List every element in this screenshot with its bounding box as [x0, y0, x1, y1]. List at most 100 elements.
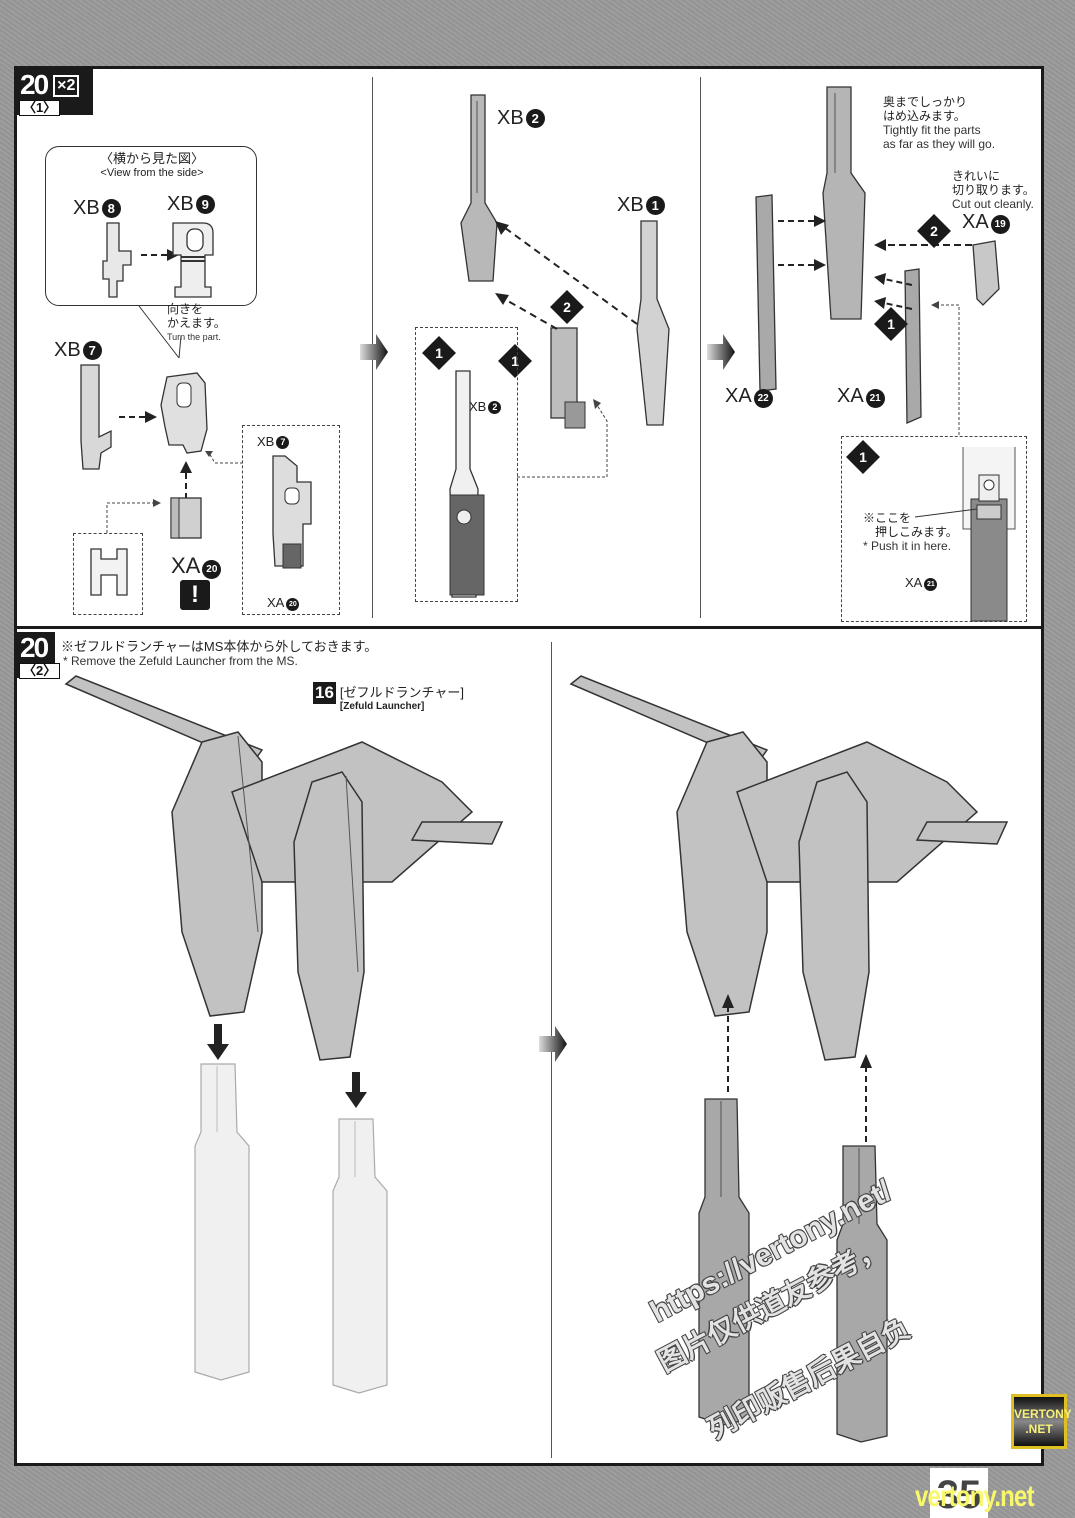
part-xb9-drawing — [172, 222, 214, 298]
detail-box-xb7-xa20 — [242, 425, 340, 615]
side-view-title: 〈横から見た図〉 <View from the side> — [87, 152, 217, 180]
dotted-connector — [106, 499, 161, 533]
part-code: XB — [497, 107, 524, 129]
turn-part-note: 向きを かえます。 Turn the part. — [167, 302, 226, 344]
part-number: 1 — [645, 196, 665, 215]
detail-box-gate — [73, 533, 143, 615]
step-substep: 〈2〉 — [19, 663, 61, 679]
cut-note-jp-1: きれいに — [952, 169, 1001, 183]
step-badge: 20 ×2 〈1〉 — [17, 69, 93, 116]
arrow-icon — [119, 411, 157, 423]
step-number: 20 — [20, 632, 49, 663]
dotted-connector — [205, 451, 243, 464]
remove-launcher-note: ※ゼフルドランチャーはMS本体から外しておきます。 * Remove the Z… — [61, 639, 378, 669]
remove-note-en: * Remove the Zefuld Launcher from the MS… — [63, 654, 298, 668]
reference-label-jp: [ゼフルドランチャー] — [339, 685, 465, 700]
dashed-arrows — [778, 215, 972, 310]
zefuld-launcher-reference: 16 [ゼフルドランチャー] [Zefuld Launcher] — [313, 682, 464, 712]
instruction-sheet: 20 ×2 〈1〉 〈横から見た図〉 <View from the side> … — [14, 66, 1044, 1466]
cut-note-jp-2: 切り取ります。 — [952, 183, 1035, 197]
side-view-title-en: <View from the side> — [100, 167, 204, 179]
part-code: XA — [837, 385, 864, 407]
part-number: 22 — [753, 389, 773, 408]
zefuld-launcher-drawing — [569, 675, 1009, 1061]
detail-marker-1: 1 — [846, 440, 880, 474]
up-dashed-arrow — [722, 994, 734, 1092]
push-note-en: * Push it in here. — [863, 539, 952, 553]
part-code: XA — [171, 553, 201, 578]
push-note-jp-1: ※ここを — [863, 511, 912, 525]
step-number: 20 — [20, 69, 49, 100]
part-xb7-drawing — [80, 364, 112, 470]
turn-note-jp-2: かえます。 — [167, 316, 226, 330]
push-detail-drawing — [962, 447, 1016, 622]
stand-drawing — [698, 1098, 750, 1426]
part-code: XB — [167, 193, 194, 215]
badge-line-2: .NET — [1025, 1422, 1053, 1436]
stand-drawing — [836, 1145, 888, 1443]
part-code: XA — [725, 385, 752, 407]
quantity-multiplier: ×2 — [53, 75, 80, 97]
part-number: 9 — [195, 195, 215, 214]
order-marker-2: 2 — [550, 290, 584, 324]
detail-marker-1: 1 — [422, 336, 456, 370]
detail-box-xb2 — [415, 327, 518, 602]
step-20-2-section: 20 〈2〉 ※ゼフルドランチャーはMS本体から外しておきます。 * Remov… — [17, 632, 1041, 1466]
fit-note-jp-1: 奥までしっかり — [883, 95, 968, 109]
panel-divider — [700, 77, 701, 618]
part-xb1-drawing — [636, 220, 670, 426]
fit-note-en-2: as far as they will go. — [883, 137, 996, 151]
part-code: XA — [962, 211, 989, 233]
part-xb8-drawing — [102, 222, 132, 298]
remove-note-jp: ※ゼフルドランチャーはMS本体から外しておきます。 — [61, 639, 378, 654]
part-code: XB — [617, 194, 644, 216]
fit-note-en-1: Tightly fit the parts — [883, 123, 981, 137]
dotted-connector — [517, 399, 608, 478]
step-substep: 〈1〉 — [19, 100, 61, 116]
part-number: 2 — [488, 400, 502, 414]
part-xb2-drawing — [460, 94, 498, 282]
reference-number-badge: 16 — [313, 682, 336, 704]
turn-note-en: Turn the part. — [167, 332, 221, 342]
part-number: 7 — [276, 435, 290, 449]
down-arrow-icon — [207, 1024, 229, 1060]
fit-note-jp-2: はめ込みます。 — [883, 109, 966, 123]
part-number: 21 — [924, 578, 938, 591]
down-arrow-icon — [345, 1072, 367, 1108]
part-code: XB — [257, 434, 275, 449]
turn-note-jp-1: 向きを — [167, 302, 204, 316]
zefuld-launcher-drawing — [64, 675, 504, 1061]
part-assembly-drawing — [550, 327, 586, 429]
reference-label-en: [Zefuld Launcher] — [339, 701, 425, 712]
ghost-stand-drawing — [332, 1118, 388, 1394]
order-marker-1: 1 — [874, 307, 908, 341]
cut-note-en: Cut out cleanly. — [952, 197, 1034, 211]
flow-arrow-icon — [707, 334, 735, 370]
part-xa20-drawing — [170, 497, 202, 539]
arrow-icon — [180, 461, 192, 499]
push-in-note: ※ここを 押しこみます。 * Push it in here. — [863, 511, 958, 553]
side-view-title-jp: 〈横から見た図〉 — [99, 151, 204, 166]
part-number: 19 — [990, 215, 1010, 234]
callout-line — [138, 305, 182, 359]
step-20-1-section: 20 ×2 〈1〉 〈横から見た図〉 <View from the side> … — [17, 69, 1041, 629]
gate-detail-drawing — [90, 548, 128, 596]
flow-arrow-icon — [360, 334, 388, 370]
part-number: 2 — [525, 109, 545, 128]
part-number: 20 — [202, 560, 222, 579]
order-marker-2: 2 — [917, 214, 951, 248]
cut-cleanly-note: きれいに 切り取ります。 Cut out cleanly. — [952, 169, 1035, 211]
part-xa22-drawing — [755, 194, 777, 392]
